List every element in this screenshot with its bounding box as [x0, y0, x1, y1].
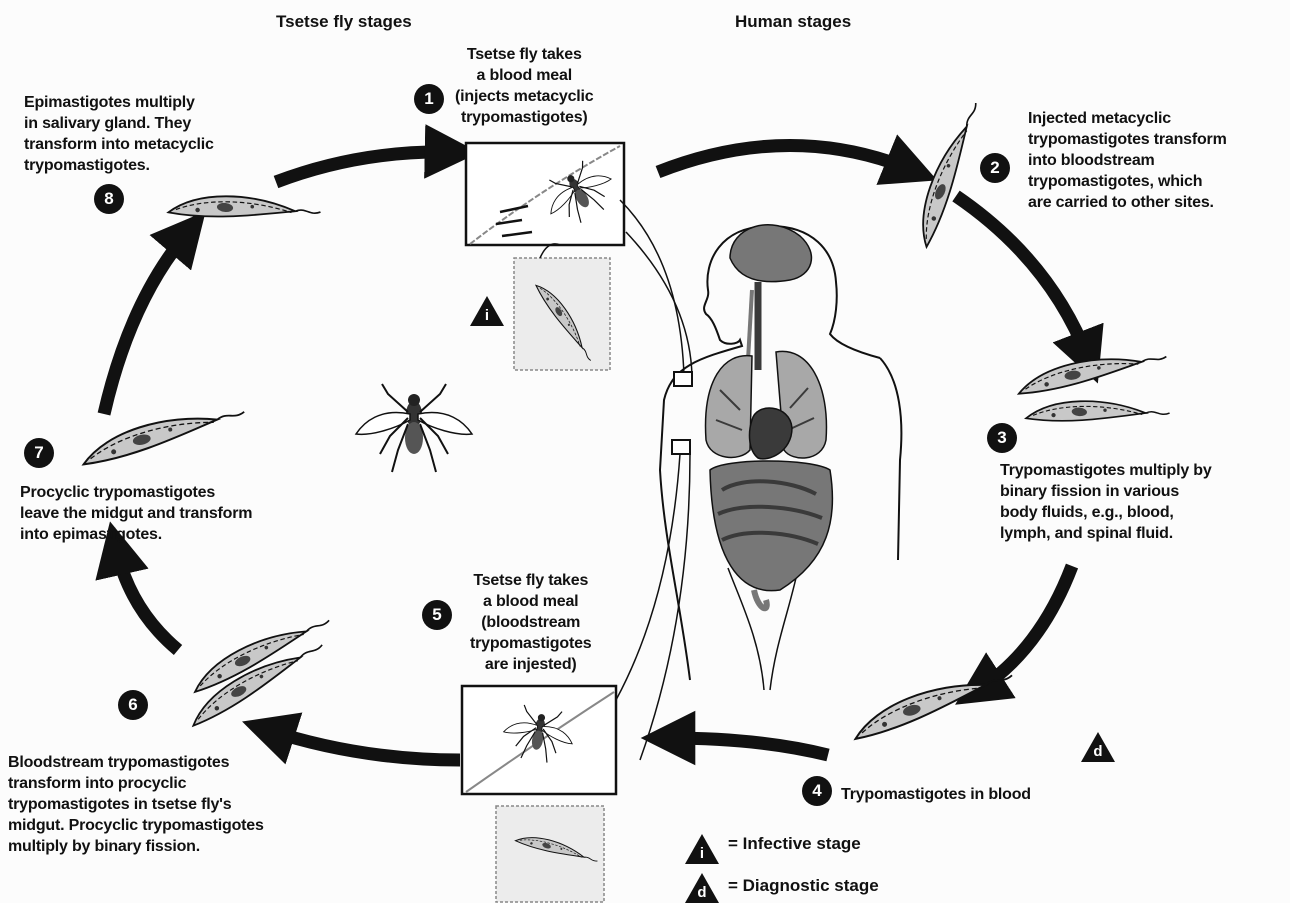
arrow-4-to-5	[668, 738, 828, 755]
diagnostic-marker-letter: d	[1092, 743, 1104, 760]
step-8-badge: 8	[94, 184, 124, 214]
step-4-text: Trypomastigotes in blood	[841, 784, 1031, 805]
legend-infective-text: = Infective stage	[728, 834, 861, 854]
step-3-text: Trypomastigotes multiply by binary fissi…	[1000, 460, 1212, 544]
arrow-3-to-4	[978, 566, 1072, 690]
human-stages-header: Human stages	[735, 12, 851, 32]
parasite-stage-3b	[1026, 397, 1170, 429]
legend-diagnostic-letter: d	[696, 884, 708, 901]
step-7-badge: 7	[24, 438, 54, 468]
step-6-badge: 6	[118, 690, 148, 720]
arrow-7-to-8	[104, 232, 188, 414]
step-2-text: Injected metacyclic trypomastigotes tran…	[1028, 108, 1227, 213]
legend-infective-letter: i	[696, 845, 708, 862]
parasite-stage-8	[168, 190, 321, 229]
legend-infective-icon: i	[685, 834, 719, 864]
bite-inset-bottom	[462, 686, 616, 902]
bite-inset-top	[466, 143, 624, 370]
step-5-badge: 5	[422, 600, 452, 630]
legend-diagnostic-text: = Diagnostic stage	[728, 876, 879, 896]
arrow-1-to-2	[658, 145, 912, 172]
diagnostic-stage-marker: d	[1081, 732, 1115, 762]
step-8-text: Epimastigotes multiply in salivary gland…	[24, 92, 214, 176]
infective-marker-letter: i	[481, 307, 493, 324]
tsetse-stages-header: Tsetse fly stages	[276, 12, 412, 32]
step-7-text: Procyclic trypomastigotes leave the midg…	[20, 482, 252, 545]
parasite-stage-2	[906, 100, 991, 247]
legend-diagnostic-icon: d	[685, 873, 719, 903]
step-2-badge: 2	[980, 153, 1010, 183]
parasite-stage-3a	[1016, 350, 1169, 394]
step-6-text: Bloodstream trypomastigotes transform in…	[8, 752, 264, 857]
infective-stage-marker: i	[470, 296, 504, 326]
arrow-6-to-7	[116, 548, 178, 650]
human-body	[660, 225, 901, 690]
arrow-8-to-1	[276, 152, 452, 182]
step-4-badge: 4	[802, 776, 832, 806]
arrow-2-to-3	[956, 196, 1088, 358]
step-1-badge: 1	[414, 84, 444, 114]
step-5-text: Tsetse fly takes a blood meal (bloodstre…	[470, 570, 591, 675]
tsetse-fly-center	[356, 384, 472, 472]
arrow-5-to-6	[268, 730, 460, 760]
step-3-badge: 3	[987, 423, 1017, 453]
step-1-text: Tsetse fly takes a blood meal (injects m…	[455, 44, 594, 128]
